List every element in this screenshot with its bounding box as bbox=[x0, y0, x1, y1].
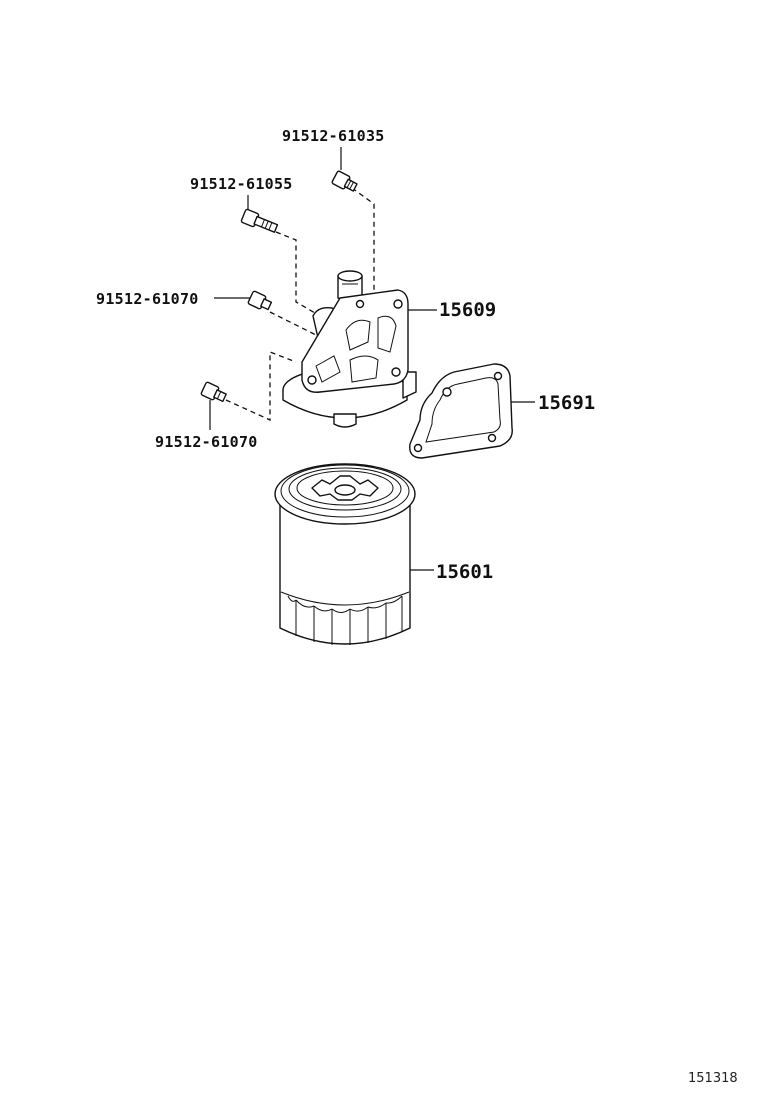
bolt-lower-icon bbox=[200, 381, 227, 403]
label-bolt-middle: 91512-61070 bbox=[96, 290, 199, 308]
filter-bracket-icon bbox=[282, 270, 417, 428]
label-bolt-top: 91512-61035 bbox=[282, 127, 385, 145]
bolt-middle-icon bbox=[247, 290, 273, 311]
label-gasket: 15691 bbox=[538, 392, 595, 414]
dash-bolt-upper bbox=[275, 231, 316, 314]
dash-bolt-top bbox=[351, 187, 375, 290]
oil-filter-icon bbox=[274, 463, 416, 645]
label-bolt-upper: 91512-61055 bbox=[190, 175, 293, 193]
gasket-icon bbox=[409, 363, 513, 459]
label-bracket: 15609 bbox=[439, 299, 496, 321]
bolt-upper-icon bbox=[240, 208, 279, 233]
illustration-code: 151318 bbox=[688, 1071, 738, 1086]
dash-bolt-lower bbox=[225, 351, 297, 422]
label-filter: 15601 bbox=[436, 561, 493, 583]
bolt-top-icon bbox=[331, 170, 358, 192]
label-bolt-lower: 91512-61070 bbox=[155, 433, 258, 451]
dash-bolt-middle bbox=[269, 311, 319, 337]
